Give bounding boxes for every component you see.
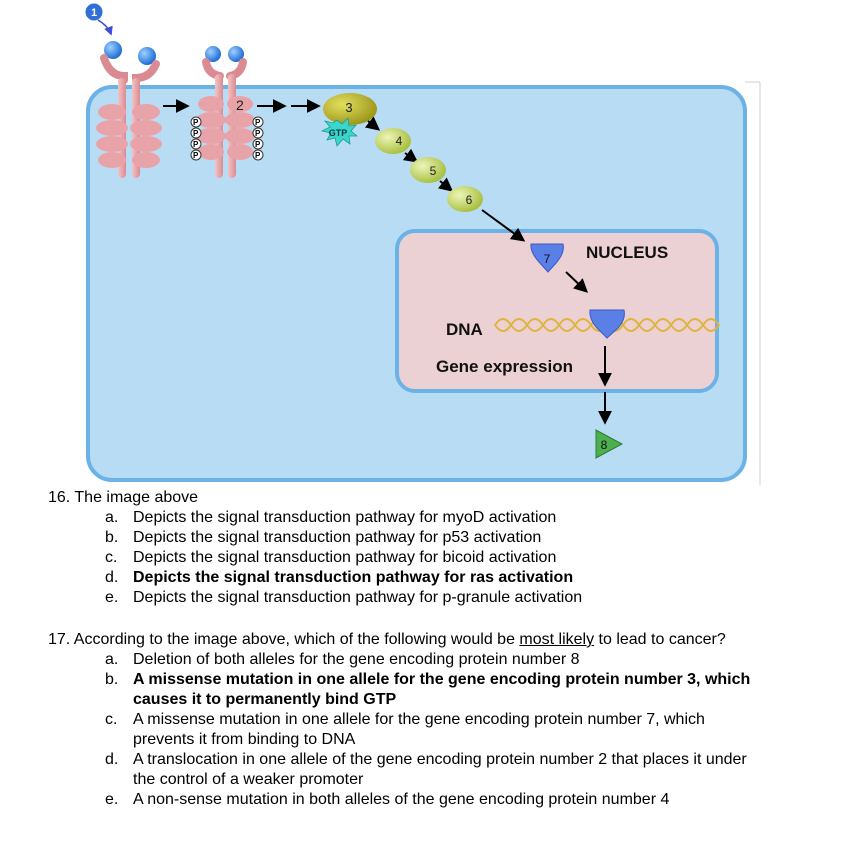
option-letter: a. <box>105 509 119 526</box>
question-16: 16. The image above a. Depicts the signal… <box>48 488 582 608</box>
question-17-stem: 17. According to the image above, which … <box>48 630 818 650</box>
receptor-inactive <box>96 41 162 178</box>
protein-5: 5 <box>410 157 446 183</box>
dna-label: DNA <box>446 320 483 339</box>
protein-3: 3 <box>323 93 377 125</box>
option-text: Depicts the signal transduction pathway … <box>133 569 574 586</box>
product-8: 8 <box>595 429 624 459</box>
option-letter: b. <box>105 529 119 546</box>
question-16-stem: 16. The image above <box>48 489 199 506</box>
option-letter: e. <box>105 589 119 606</box>
option-letter: b. <box>105 671 119 688</box>
ligand <box>138 47 156 65</box>
gtp-label: GTP <box>329 128 348 138</box>
stem-emphasis: most likely <box>519 631 595 648</box>
option-text: Depicts the signal transduction pathway … <box>133 549 557 566</box>
q16-option-a[interactable]: a. Depicts the signal transduction pathwa… <box>48 508 582 528</box>
step-3-label: 3 <box>345 100 352 115</box>
gtp-star: GTP <box>320 117 359 147</box>
nucleus-label: NUCLEUS <box>586 243 668 262</box>
step-1-badge: 1 <box>84 2 104 22</box>
option-letter: d. <box>105 751 119 768</box>
ligand <box>228 46 244 62</box>
option-text: A missense mutation in one allele for th… <box>133 711 705 748</box>
phosphate-label: P <box>255 140 261 149</box>
q16-option-e[interactable]: e. Depicts the signal transduction pathwa… <box>48 588 582 608</box>
receptor-active: 2 <box>196 46 255 178</box>
gene-expression-label: Gene expression <box>436 357 573 376</box>
stem-text: to lead to cancer? <box>594 631 726 648</box>
option-letter: e. <box>105 791 119 808</box>
protein-6: 6 <box>447 186 483 212</box>
protein-4: 4 <box>375 128 411 154</box>
step-1-label: 1 <box>91 7 97 19</box>
q16-option-c[interactable]: c. Depicts the signal transduction pathwa… <box>48 548 582 568</box>
step-8-label: 8 <box>601 438 608 452</box>
phosphate-label: P <box>255 118 261 127</box>
q17-option-c[interactable]: c. A missense mutation in one allele for … <box>48 710 758 750</box>
ligand <box>104 41 122 59</box>
q17-option-a[interactable]: a. Deletion of both alleles for the gene … <box>48 650 758 670</box>
step-7-label: 7 <box>544 252 551 266</box>
option-letter: c. <box>105 549 118 566</box>
step-2-label: 2 <box>236 97 244 113</box>
signal-transduction-diagram: 1 2 <box>84 2 761 485</box>
phosphate-groups: P P P P P P P P <box>190 116 264 161</box>
question-17-options: a. Deletion of both alleles for the gene … <box>48 650 758 810</box>
step-4-label: 4 <box>396 134 403 148</box>
step-6-label: 6 <box>466 193 473 207</box>
option-text: Depicts the signal transduction pathway … <box>133 529 542 546</box>
phosphate-label: P <box>255 151 261 160</box>
protein-7-bound <box>589 309 625 339</box>
ligand <box>205 46 221 62</box>
option-letter: d. <box>105 569 119 586</box>
phosphate-label: P <box>193 140 199 149</box>
option-text: A non-sense mutation in both alleles of … <box>133 791 670 808</box>
option-text: A missense mutation in one allele for th… <box>133 671 751 708</box>
step-5-label: 5 <box>430 164 437 178</box>
protein-7: 7 <box>530 243 564 273</box>
option-text: Deletion of both alleles for the gene en… <box>133 651 580 668</box>
option-text: Depicts the signal transduction pathway … <box>133 509 557 526</box>
phosphate-label: P <box>255 129 261 138</box>
nucleus <box>395 229 719 393</box>
q17-option-e[interactable]: e. A non-sense mutation in both alleles o… <box>48 790 758 810</box>
q16-option-b[interactable]: b. Depicts the signal transduction pathwa… <box>48 528 582 548</box>
option-letter: a. <box>105 651 119 668</box>
stem-text: 17. According to the image above, which … <box>48 631 520 648</box>
question-16-options: a. Depicts the signal transduction pathwa… <box>48 508 582 608</box>
phosphate-label: P <box>193 118 199 127</box>
phosphate-label: P <box>193 129 199 138</box>
phosphate-label: P <box>193 151 199 160</box>
q17-option-d[interactable]: d. A translocation in one allele of the g… <box>48 750 758 790</box>
q16-option-d[interactable]: d. Depicts the signal transduction pathwa… <box>48 568 582 588</box>
option-letter: c. <box>105 711 118 728</box>
question-17: 17. According to the image above, which … <box>48 630 818 810</box>
option-text: A translocation in one allele of the gen… <box>133 751 747 788</box>
option-text: Depicts the signal transduction pathway … <box>133 589 583 606</box>
q17-option-b[interactable]: b. A missense mutation in one allele for … <box>48 670 758 710</box>
